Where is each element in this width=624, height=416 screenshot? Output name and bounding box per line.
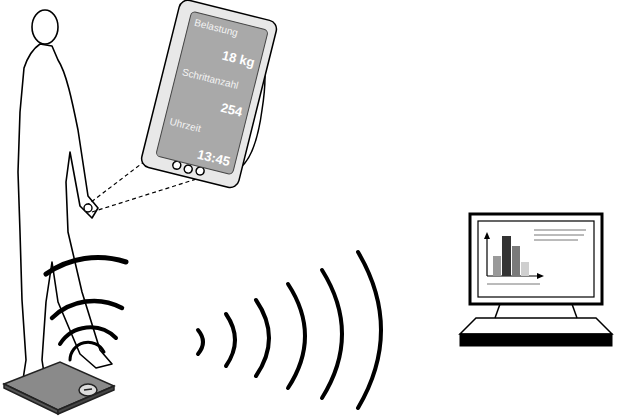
readout-label: Schrittanzahl xyxy=(181,66,250,93)
scale-device xyxy=(4,362,114,414)
readout-value: 254 xyxy=(174,89,244,120)
wrist-watch xyxy=(84,204,92,212)
readout-label: Uhrzeit xyxy=(169,115,238,142)
signal-waves-scale xyxy=(46,258,126,360)
laptop xyxy=(460,214,612,346)
readout-value: 18 kg xyxy=(187,40,257,71)
head xyxy=(32,10,58,44)
bar-chart-icon xyxy=(484,230,586,284)
body-outline xyxy=(18,44,112,386)
signal-waves xyxy=(198,252,381,408)
watch-body xyxy=(140,0,279,189)
